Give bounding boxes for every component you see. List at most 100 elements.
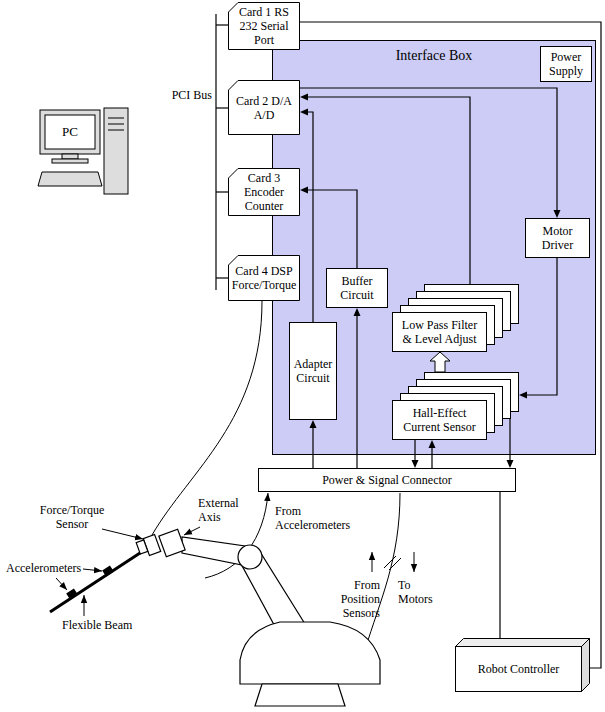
buffer-circuit: Buffer Circuit xyxy=(326,268,388,308)
card-shape xyxy=(229,81,300,135)
robot-controller: Robot Controller xyxy=(455,638,590,692)
leader-line xyxy=(84,595,85,616)
arrow-head xyxy=(300,187,308,194)
connector-line xyxy=(509,419,510,460)
drive-slot xyxy=(108,124,124,125)
connector-line xyxy=(308,190,357,268)
robot-arm xyxy=(50,529,380,706)
arrow-head xyxy=(310,420,317,428)
leader-line xyxy=(56,578,67,590)
drive-slot xyxy=(108,130,124,131)
node-label: Buffer Circuit xyxy=(330,274,384,302)
power-supply: Power Supply xyxy=(540,46,592,82)
bus-tap xyxy=(216,191,228,192)
tower xyxy=(104,108,128,194)
box-front xyxy=(456,647,582,692)
encoder-card: Card 3 Encoder Counter xyxy=(228,168,300,216)
card-shape xyxy=(229,256,300,301)
block-arrow xyxy=(430,352,450,372)
connector xyxy=(300,22,601,668)
callout-label: PCI Bus xyxy=(158,88,212,102)
panel-fill xyxy=(273,41,596,455)
monitor-foot xyxy=(52,159,88,163)
bus-line xyxy=(215,14,216,290)
elbow-joint xyxy=(238,545,262,569)
bus-tap xyxy=(216,24,228,25)
connector-line xyxy=(308,112,313,322)
connector xyxy=(300,187,357,269)
node-label: Card 3 Encoder Counter xyxy=(231,171,297,213)
connector xyxy=(310,420,317,468)
monitor xyxy=(40,110,100,154)
card-shape xyxy=(229,3,300,50)
connector-line xyxy=(414,440,415,460)
daq-card: Card 2 D/A A/D xyxy=(228,80,300,135)
card-shape xyxy=(229,169,300,216)
motor-driver: Motor Driver xyxy=(525,218,590,258)
screen xyxy=(45,115,95,149)
arrow-head xyxy=(354,308,361,316)
flange xyxy=(136,540,148,554)
arrow-head xyxy=(300,109,308,116)
callout-label: Accelerometers xyxy=(6,561,86,575)
connector xyxy=(300,94,470,285)
cable-slash xyxy=(389,558,401,570)
arrow-head xyxy=(507,460,514,468)
bus-tap xyxy=(216,277,228,278)
node-label: Low Pass Filter & Level Adjust xyxy=(399,318,480,346)
callout-label: Flexible Beam xyxy=(62,618,142,632)
callout-label: External Axis xyxy=(198,496,250,524)
node-label: Card 4 DSP Force/Torque xyxy=(231,264,297,292)
connector xyxy=(412,440,419,468)
pc-icon xyxy=(38,106,130,202)
filter-stack: Low Pass Filter & Level Adjust xyxy=(392,312,487,352)
interface-box: Interface Box Power SupplyMotor DriverBuf… xyxy=(272,40,596,455)
robot-cable xyxy=(365,493,400,650)
accelerometer xyxy=(67,589,77,598)
leader-line xyxy=(83,569,102,571)
arrow-head xyxy=(519,392,527,399)
connector-line xyxy=(300,88,557,210)
connector xyxy=(300,88,561,218)
connector xyxy=(354,308,361,468)
callout-label: From Position Sensors xyxy=(326,578,380,620)
node-label: Interface Box xyxy=(396,48,473,64)
leader-line xyxy=(102,529,143,539)
robot-base xyxy=(255,684,345,706)
callout-label: From Accelerometers xyxy=(275,504,365,532)
callout-label: Force/Torque Sensor xyxy=(36,503,108,531)
node-label: PC xyxy=(45,115,95,149)
box-side xyxy=(582,639,590,692)
connector xyxy=(300,109,313,323)
signal-arrow xyxy=(414,552,415,572)
leader-line xyxy=(184,527,200,535)
connector xyxy=(429,440,436,468)
panel-layer xyxy=(273,41,596,455)
dsp-card: Card 4 DSP Force/Torque xyxy=(228,255,300,301)
connector-line xyxy=(308,97,470,284)
bus-tap xyxy=(216,107,228,108)
signal-arrow xyxy=(372,552,373,572)
connector-line xyxy=(499,492,500,638)
pci-bus xyxy=(216,14,228,290)
keyboard xyxy=(38,172,102,186)
signal-connector: Power & Signal Connector xyxy=(258,468,516,492)
arrow-head xyxy=(554,210,561,218)
node-label: Power & Signal Connector xyxy=(322,473,452,487)
external-axis xyxy=(159,529,185,557)
stack-layer xyxy=(393,313,487,352)
sensor-cable xyxy=(152,301,262,535)
serial-card: Card 1 RS 232 Serial Port xyxy=(228,2,300,50)
node-label: Hall-Effect Current Sensor xyxy=(399,406,480,434)
connector-line xyxy=(312,428,313,468)
connector-line xyxy=(431,448,432,468)
drive-slot xyxy=(108,118,124,119)
stack-layer xyxy=(393,401,487,440)
accelerometer xyxy=(103,566,113,575)
robot-body xyxy=(240,622,380,684)
connector xyxy=(519,258,557,399)
sensor-stack: Hall-Effect Current Sensor xyxy=(392,400,487,440)
pc-computer: PC xyxy=(38,106,130,202)
arrow-head xyxy=(412,460,419,468)
